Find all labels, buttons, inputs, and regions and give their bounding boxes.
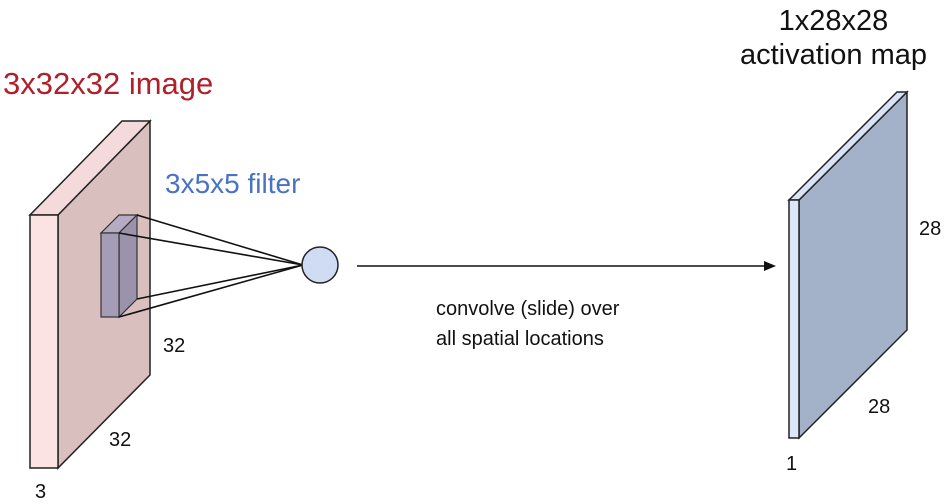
operation-caption-line1: convolve (slide) over bbox=[436, 298, 620, 320]
operation-caption-line2: all spatial locations bbox=[436, 328, 604, 350]
output-width-label: 28 bbox=[868, 396, 891, 418]
activation-map-label-line2: activation map bbox=[740, 39, 927, 71]
filter-cube-side bbox=[118, 213, 138, 319]
input-volume-front-face bbox=[29, 214, 59, 469]
activation-map-front-face bbox=[788, 199, 800, 439]
input-height-label: 32 bbox=[163, 335, 186, 357]
input-depth-label: 3 bbox=[35, 481, 47, 503]
input-volume-label: 3x32x32 image bbox=[3, 66, 214, 101]
filter-label: 3x5x5 filter bbox=[165, 168, 301, 199]
projection-line-3 bbox=[136, 264, 304, 300]
output-depth-label: 1 bbox=[786, 453, 798, 475]
arrow-head bbox=[764, 261, 776, 271]
projection-line-1 bbox=[136, 214, 304, 266]
projection-line-4 bbox=[118, 264, 304, 318]
convolve-arrow bbox=[357, 261, 776, 271]
output-height-label: 28 bbox=[919, 218, 942, 240]
operation-caption: convolve (slide) over all spatial locati… bbox=[436, 294, 619, 354]
filter-cube-front bbox=[100, 232, 120, 318]
activation-map-label: 1x28x28 activation map bbox=[716, 4, 951, 72]
filter-projection-lines bbox=[118, 214, 304, 318]
neuron-circle bbox=[301, 246, 339, 284]
projection-line-2 bbox=[118, 232, 304, 266]
activation-map bbox=[787, 90, 909, 440]
input-width-label: 32 bbox=[109, 429, 132, 451]
activation-map-label-line1: 1x28x28 bbox=[778, 5, 889, 37]
filter-cube bbox=[99, 213, 139, 319]
